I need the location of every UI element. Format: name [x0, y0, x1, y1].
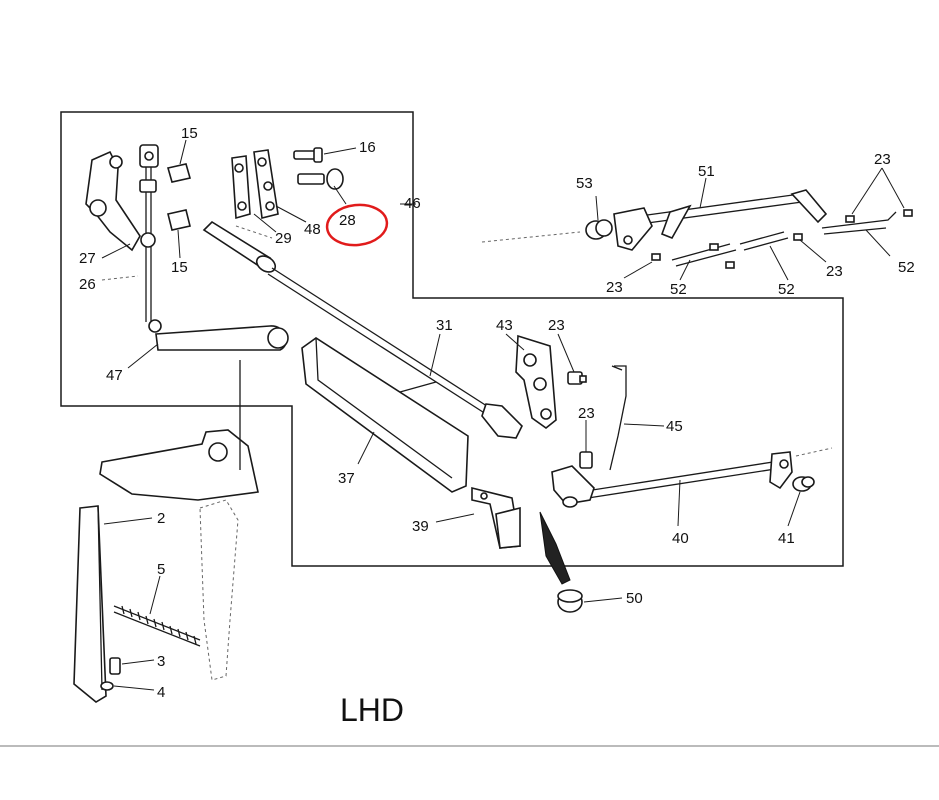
callout-5: 5 — [157, 561, 165, 578]
link-plate-29 — [231, 155, 251, 220]
callout-52-right: 52 — [898, 259, 915, 276]
bush-lower — [167, 209, 191, 231]
dash-29 — [235, 225, 273, 239]
shaft-bush — [792, 476, 815, 492]
return-spring-right — [821, 211, 897, 235]
leader-lines — [101, 139, 905, 691]
callout-23-bracket-lower: 23 — [578, 405, 595, 422]
link-plate-48 — [253, 149, 279, 219]
direction-arrow — [539, 511, 571, 585]
upper-cross-shaft — [613, 189, 828, 251]
callout-16: 16 — [359, 139, 376, 156]
callout-27: 27 — [79, 250, 96, 267]
bush-upper — [166, 163, 192, 183]
callout-50: 50 — [626, 590, 643, 607]
clip-lower — [579, 451, 593, 469]
callout-28: 28 — [339, 212, 356, 229]
callout-26: 26 — [79, 276, 96, 293]
return-spring-left — [671, 243, 737, 267]
vertical-rod — [139, 167, 162, 333]
callout-46: 46 — [404, 195, 421, 212]
callout-45: 45 — [666, 418, 683, 435]
pedal-washer — [100, 681, 114, 691]
callout-15-lower: 15 — [171, 259, 188, 276]
pedal-bolt — [109, 657, 121, 675]
callout-48: 48 — [304, 221, 321, 238]
callout-53: 53 — [576, 175, 593, 192]
phantom-pedal — [199, 499, 239, 681]
callout-29: 29 — [275, 230, 292, 247]
support-bracket — [515, 334, 557, 430]
callout-51: 51 — [698, 163, 715, 180]
pivot-block — [139, 144, 159, 168]
mounting-bracket — [471, 486, 521, 549]
callout-52-mid: 52 — [778, 281, 795, 298]
callout-15-upper: 15 — [181, 125, 198, 142]
dash-26 — [101, 275, 139, 281]
return-spring-mid — [739, 231, 789, 251]
callout-41: 41 — [778, 530, 795, 547]
callout-39: 39 — [412, 518, 429, 535]
pedal-arm — [155, 325, 289, 351]
relay-arm — [301, 337, 469, 493]
spring-clips — [651, 209, 913, 269]
callout-4: 4 — [157, 684, 165, 701]
callout-40: 40 — [672, 530, 689, 547]
cross-shaft — [551, 451, 793, 508]
highlight-circle — [325, 203, 389, 247]
callout-23-right: 23 — [826, 263, 843, 280]
callout-23-top-right: 23 — [874, 151, 891, 168]
dash-53 — [481, 231, 581, 243]
callout-47: 47 — [106, 367, 123, 384]
lever-bracket — [85, 150, 141, 252]
callout-43: 43 — [496, 317, 513, 334]
pedal-housing — [99, 360, 259, 501]
pedal-pad — [73, 505, 107, 703]
pivot-bush-53 — [585, 219, 613, 240]
link-rod — [609, 365, 627, 471]
callout-37: 37 — [338, 470, 355, 487]
bolt-16 — [293, 147, 323, 163]
callout-2: 2 — [157, 510, 165, 527]
pin-28 — [297, 168, 344, 190]
callout-3: 3 — [157, 653, 165, 670]
callout-23-left: 23 — [606, 279, 623, 296]
clip-upper — [567, 371, 587, 385]
callout-31: 31 — [436, 317, 453, 334]
diagram-caption: LHD — [340, 692, 404, 728]
dash-40 — [795, 447, 833, 457]
callout-52-left: 52 — [670, 281, 687, 298]
pedal-spring — [113, 605, 201, 647]
assembly-frame — [60, 111, 844, 567]
callout-23-bracket-upper: 23 — [548, 317, 565, 334]
grommet — [557, 589, 583, 613]
push-rod — [202, 220, 523, 439]
